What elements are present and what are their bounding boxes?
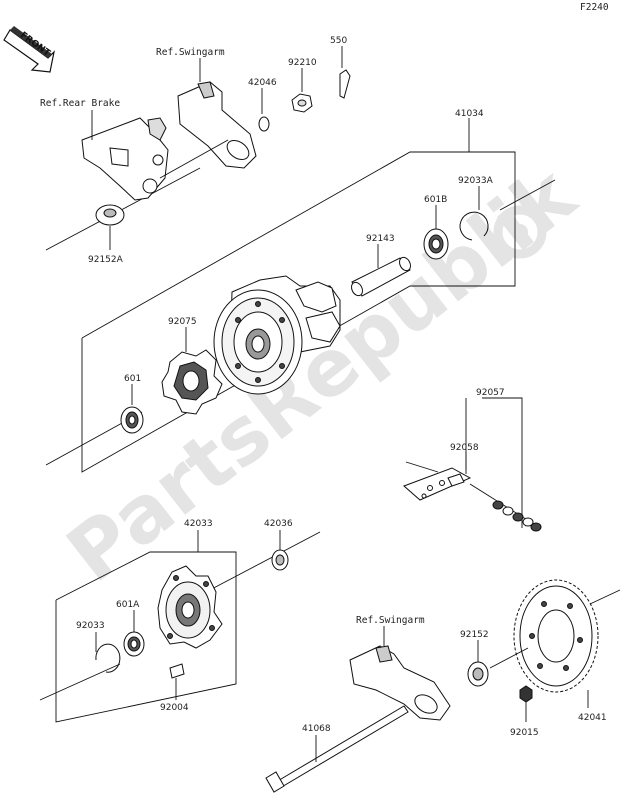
part-92075-damper xyxy=(161,327,223,415)
swingarm-lower xyxy=(349,626,451,721)
diagram-code: F2240 xyxy=(580,2,609,13)
rear-brake-bracket xyxy=(81,110,169,201)
part-92210-nut xyxy=(291,68,313,113)
label-41034: 41034 xyxy=(455,109,484,119)
label-41068: 41068 xyxy=(302,724,331,734)
label-92004: 92004 xyxy=(160,703,189,713)
part-601b-bearing xyxy=(423,205,449,260)
part-42046-washer xyxy=(258,88,270,132)
drive-chain xyxy=(403,397,542,532)
label-601b: 601B xyxy=(424,195,447,205)
label-42036: 42036 xyxy=(264,519,293,529)
label-42041: 42041 xyxy=(578,713,607,723)
label-92143: 92143 xyxy=(366,234,395,244)
label-92152: 92152 xyxy=(460,630,489,640)
part-92152a-collar xyxy=(95,204,125,250)
rear-hub xyxy=(213,275,341,395)
part-92152-collar xyxy=(467,640,489,687)
part-42033-carrier xyxy=(157,565,223,649)
label-601: 601 xyxy=(124,374,141,384)
ref-swingarm-top: Ref.Swingarm xyxy=(156,47,225,58)
sprocket-hub-frame xyxy=(39,530,321,723)
label-92033a: 92033A xyxy=(458,176,494,186)
part-42036-collar xyxy=(271,530,289,571)
chain-links xyxy=(492,500,542,532)
part-92143-spacer xyxy=(350,244,412,297)
label-92152a: 92152A xyxy=(88,255,124,265)
label-92015: 92015 xyxy=(510,728,539,738)
ref-swingarm-bottom: Ref.Swingarm xyxy=(356,615,425,626)
part-550-cotter-pin xyxy=(339,46,351,99)
label-92075: 92075 xyxy=(168,317,197,327)
label-601a: 601A xyxy=(116,600,140,610)
part-92015-nut xyxy=(519,685,533,722)
part-42041-sprocket xyxy=(489,579,621,708)
label-92210: 92210 xyxy=(288,58,317,68)
label-92033: 92033 xyxy=(76,621,105,631)
swingarm-upper xyxy=(159,58,257,179)
label-42033: 42033 xyxy=(184,519,213,529)
front-badge: FRONT xyxy=(3,26,55,73)
part-601-bearing xyxy=(120,384,144,434)
part-92004-stud xyxy=(169,663,185,700)
part-92033-circlip xyxy=(95,632,121,673)
ref-rear-brake: Ref.Rear Brake xyxy=(40,98,120,109)
watermark-gear-icon xyxy=(493,205,547,259)
label-92058: 92058 xyxy=(450,443,479,453)
label-92057: 92057 xyxy=(476,388,505,398)
part-41068-axle xyxy=(265,705,409,793)
part-92033a-circlip xyxy=(459,186,489,241)
label-550: 550 xyxy=(330,36,347,46)
label-42046: 42046 xyxy=(248,78,277,88)
part-601a-bearing xyxy=(123,610,145,657)
